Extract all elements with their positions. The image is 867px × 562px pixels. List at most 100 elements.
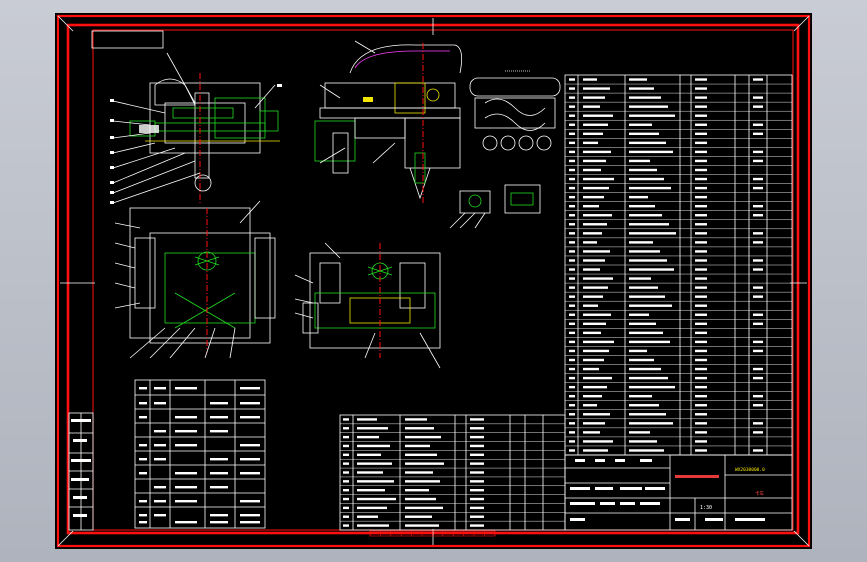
- lower-row-name: [405, 506, 443, 510]
- parts-row-code: [583, 313, 611, 316]
- parts-row-name: [629, 313, 649, 316]
- parts-row-weight: [753, 105, 763, 108]
- parts-row-name: [629, 413, 666, 416]
- spec-cell: [210, 416, 228, 419]
- parts-row-code: [583, 114, 613, 117]
- lower-row-code: [357, 488, 385, 492]
- parts-row-weight: [753, 394, 763, 398]
- parts-row-material: [695, 141, 707, 145]
- parts-row-code: [583, 78, 597, 81]
- parts-row-code: [583, 358, 604, 362]
- parts-row-weight: [753, 431, 763, 434]
- lower-row-code: [357, 435, 379, 439]
- spec-cell: [175, 416, 197, 419]
- parts-row-name: [629, 123, 652, 126]
- parts-row-material: [695, 313, 707, 316]
- parts-row-material: [695, 394, 707, 398]
- lower-row-material: [470, 435, 484, 439]
- spec-cell: [210, 402, 228, 405]
- view2-leader-lines: [319, 40, 396, 164]
- view1-leader-lines: [112, 52, 276, 204]
- parts-row-code: [583, 250, 610, 253]
- parts-row-number: [569, 232, 575, 235]
- lower-row-number: [343, 435, 349, 439]
- spec-cell: [154, 514, 166, 517]
- spec-cell: [154, 402, 166, 405]
- view-roller-detail: [469, 70, 561, 151]
- parts-row-code: [583, 105, 600, 108]
- parts-row-weight: [753, 268, 763, 271]
- parts-row-number: [569, 313, 575, 316]
- lower-row-name: [405, 453, 437, 457]
- spec-cell: [139, 402, 147, 405]
- parts-row-weight: [753, 241, 763, 244]
- assembly-drawing: WX2030000.0 卡车 1:30: [56, 14, 811, 548]
- lower-row-material: [470, 471, 484, 474]
- centering-marks: [60, 18, 807, 545]
- parts-row-code: [583, 186, 609, 190]
- lower-row-number: [343, 506, 349, 510]
- parts-row-material: [695, 277, 707, 280]
- parts-row-number: [569, 177, 575, 181]
- spec-cell: [154, 500, 166, 503]
- lower-row-number: [343, 462, 349, 465]
- lower-row-number: [343, 444, 349, 448]
- parts-row-number: [569, 186, 575, 190]
- lower-row-material: [470, 418, 484, 421]
- parts-row-weight: [753, 259, 763, 262]
- parts-row-number: [569, 277, 575, 280]
- spec-cell: [139, 444, 147, 447]
- parts-row-material: [695, 177, 707, 181]
- outer-border: [56, 14, 811, 548]
- parts-row-number: [569, 241, 575, 244]
- spec-cell: [154, 387, 166, 390]
- parts-row-code: [583, 349, 609, 353]
- spec-cell: [240, 500, 260, 503]
- view-section-center: [302, 243, 441, 358]
- parts-row-name: [629, 431, 650, 434]
- lower-row-code: [357, 497, 396, 501]
- parts-row-weight: [753, 422, 763, 425]
- spec-cell: [240, 521, 260, 524]
- spec-cell: [210, 486, 228, 489]
- parts-row-name: [629, 250, 660, 253]
- parts-list-table-lower: [339, 414, 566, 531]
- parts-row-code: [583, 195, 604, 199]
- parts-row-number: [569, 367, 575, 371]
- parts-row-code: [583, 322, 606, 326]
- spec-cell: [210, 458, 228, 461]
- lower-row-name: [405, 462, 444, 465]
- parts-row-weight: [753, 186, 763, 190]
- spec-cell: [154, 444, 166, 447]
- parts-row-number: [569, 195, 575, 199]
- spec-cell: [139, 458, 147, 461]
- parts-row-code: [583, 141, 598, 145]
- lower-row-name: [405, 488, 429, 492]
- parts-row-code: [583, 440, 613, 443]
- parts-row-name: [629, 440, 657, 443]
- spec-cell: [139, 472, 147, 475]
- parts-row-weight: [753, 159, 763, 163]
- product-name: 卡车: [755, 490, 764, 497]
- cad-viewport[interactable]: WX2030000.0 卡车 1:30: [55, 13, 812, 549]
- parts-row-code: [583, 214, 612, 217]
- parts-row-code: [583, 268, 600, 271]
- parts-row-code: [583, 277, 613, 280]
- parts-row-material: [695, 431, 707, 434]
- parts-row-name: [629, 331, 663, 335]
- lower-row-material: [470, 444, 484, 448]
- parts-row-material: [695, 349, 707, 353]
- parts-row-number: [569, 295, 575, 298]
- parts-row-name: [629, 214, 662, 217]
- spec-cell: [175, 444, 197, 447]
- parts-row-name: [629, 168, 657, 172]
- lower-row-name: [405, 427, 434, 430]
- parts-row-name: [629, 376, 668, 380]
- lower-row-number: [343, 488, 349, 492]
- parts-row-material: [695, 404, 707, 407]
- spec-cell: [139, 514, 147, 517]
- parts-row-name: [629, 358, 654, 362]
- lower-row-code: [357, 453, 381, 457]
- parts-row-material: [695, 168, 707, 172]
- parts-row-weight: [753, 204, 763, 208]
